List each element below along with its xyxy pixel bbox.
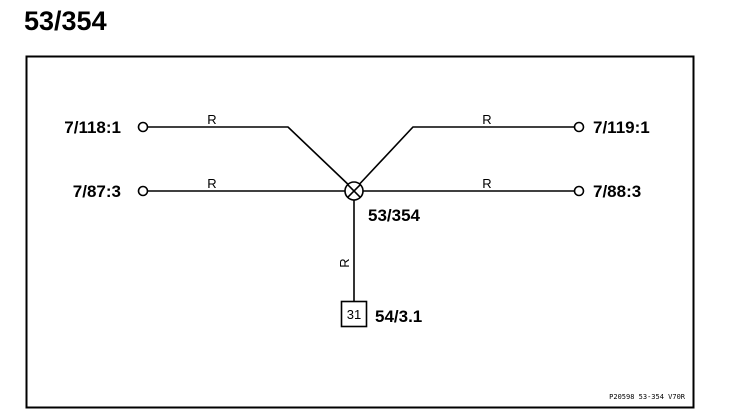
junction-icon bbox=[344, 181, 364, 201]
wire-label-top-left: R bbox=[207, 112, 216, 127]
component-box-label: 31 bbox=[347, 307, 361, 322]
node-label-top-left: 7/118:1 bbox=[64, 118, 121, 137]
node-label-top-right: 7/119:1 bbox=[593, 118, 650, 137]
wire-label-top-right: R bbox=[482, 112, 491, 127]
terminal-top-left bbox=[137, 121, 149, 133]
component-box bbox=[340, 300, 368, 328]
wire-top-right bbox=[353, 126, 574, 191]
node-label-mid-right: 7/88:3 bbox=[593, 182, 641, 201]
wire-label-mid-left: R bbox=[207, 176, 216, 191]
wire-label-bottom: R bbox=[337, 258, 352, 267]
node-label-mid-left: 7/87:3 bbox=[73, 182, 121, 201]
wire-top-left bbox=[148, 126, 355, 191]
terminal-mid-left bbox=[137, 185, 149, 197]
terminal-top-right bbox=[573, 121, 585, 133]
wire-label-mid-right: R bbox=[482, 176, 491, 191]
node-label-bottom: 54/3.1 bbox=[375, 307, 422, 326]
reference-code: P20598 53-354 V70R bbox=[609, 393, 686, 401]
page-title: 53/354 bbox=[24, 6, 107, 36]
diagram-frame bbox=[25, 55, 695, 409]
node-label-center: 53/354 bbox=[368, 206, 421, 225]
terminal-mid-right bbox=[573, 185, 585, 197]
